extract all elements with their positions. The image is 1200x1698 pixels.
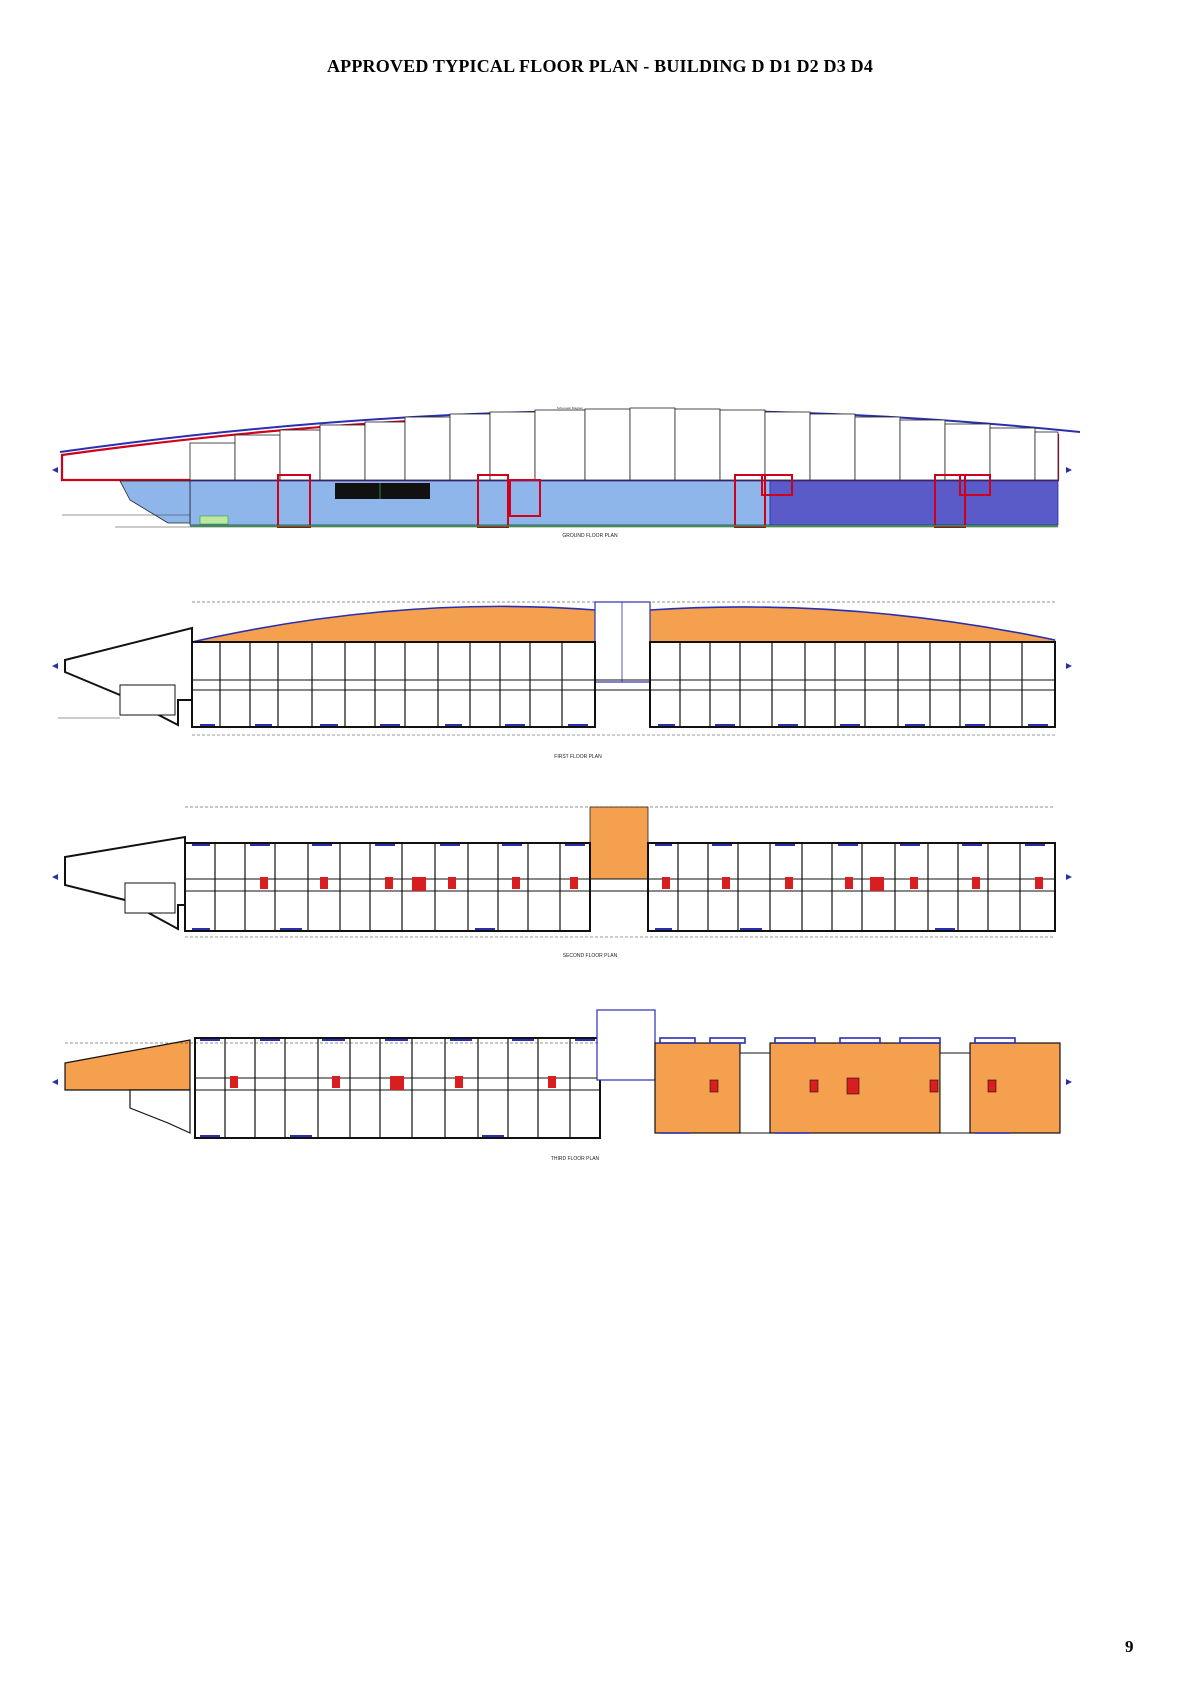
ground-floor-drawing: Schematic Diagram GROUND FLOOR PLAN <box>52 406 1081 539</box>
first-floor-drawing: FIRST FLOOR PLAN <box>52 601 1072 760</box>
first-floor-plan: FIRST FLOOR PLAN <box>50 600 1170 765</box>
page-title: APPROVED TYPICAL FLOOR PLAN - BUILDING D… <box>326 56 874 76</box>
second-floor-caption: SECOND FLOOR PLAN <box>563 953 618 959</box>
ground-floor-top-note: Schematic Diagram <box>557 406 584 410</box>
page-number: 9 <box>1125 1637 1134 1656</box>
third-floor-plan: THIRD FLOOR PLAN <box>50 1008 1170 1168</box>
ground-floor-caption: GROUND FLOOR PLAN <box>562 533 618 539</box>
third-floor-caption: THIRD FLOOR PLAN <box>551 1156 600 1162</box>
third-floor-drawing: THIRD FLOOR PLAN <box>52 1009 1072 1162</box>
second-floor-drawing: SECOND FLOOR PLAN <box>52 806 1072 959</box>
first-floor-caption: FIRST FLOOR PLAN <box>554 754 602 760</box>
ground-floor-plan: Schematic Diagram GROUND FLOOR PLAN <box>50 395 1170 545</box>
second-floor-plan: SECOND FLOOR PLAN <box>50 805 1170 965</box>
